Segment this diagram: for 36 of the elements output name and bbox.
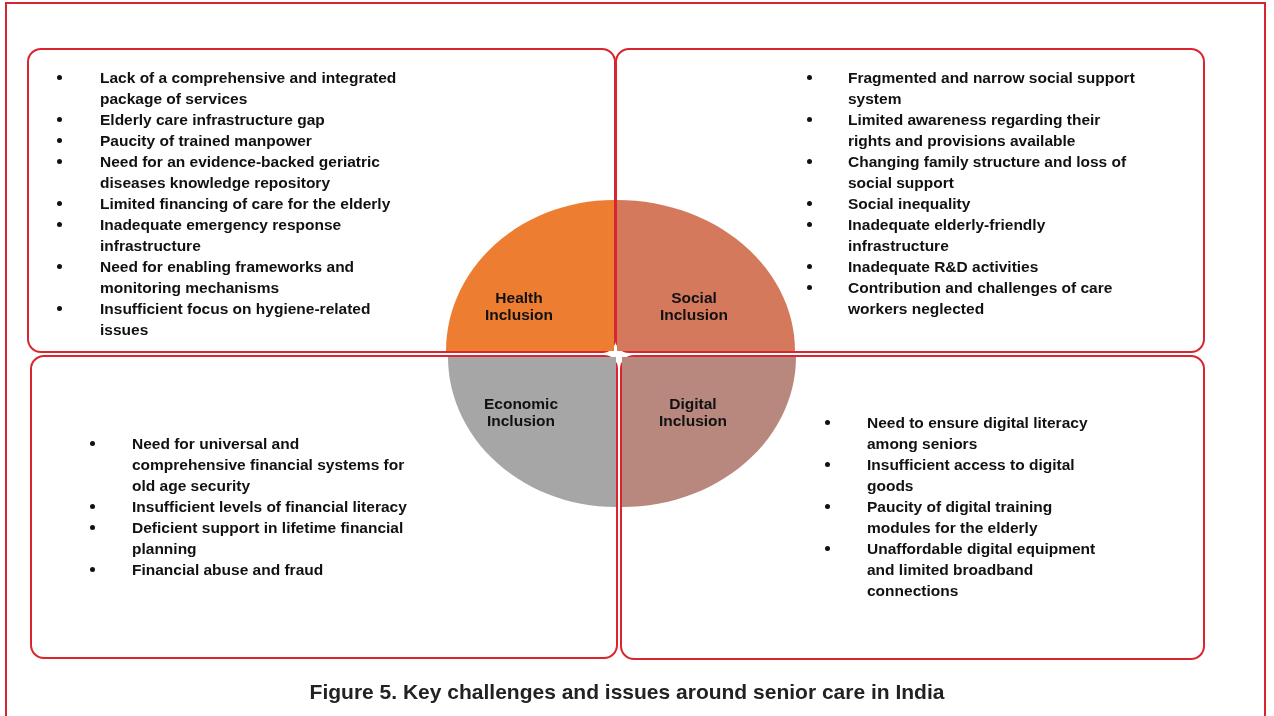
challenge-text: Social inequality [848, 194, 972, 214]
challenge-text: Need for enabling frameworks and monitoring mechanisms [100, 257, 356, 298]
challenge-text: Need for an evidence-backed geriatric diseases knowledge repository [100, 152, 381, 193]
challenge-text: Inadequate emergency response infrastructure [100, 215, 343, 256]
challenge-text: Insufficient access to digital goods [867, 455, 1076, 496]
challenge-panel [620, 355, 1205, 660]
challenge-panel [615, 48, 1205, 353]
challenge-text: Lack of a comprehensive and integrated package of services [100, 68, 398, 109]
challenge-text: Elderly care infrastructure gap [100, 110, 326, 130]
challenge-text: Paucity of digital training modules for the elderly [867, 497, 1054, 538]
segment-label: Health Inclusion [483, 289, 554, 323]
challenge-text: Deficient support in lifetime financial planning [132, 518, 405, 559]
challenge-text: Changing family structure and loss of social support [848, 152, 1128, 193]
segment-label: Social Inclusion [658, 289, 729, 323]
challenge-text: Insufficient levels of financial literacy [132, 497, 408, 517]
challenge-text: Inadequate elderly-friendly infrastructure [848, 215, 1047, 256]
challenge-text: Limited awareness regarding their rights and provisions available [848, 110, 1102, 151]
challenge-text: Paucity of trained manpower [100, 131, 313, 151]
quarter-circle-segment [446, 200, 614, 351]
segment-label: Economic Inclusion [482, 395, 560, 429]
challenge-text: Unaffordable digital equipment and limited broadband connections [867, 539, 1097, 601]
challenge-panel [27, 48, 616, 353]
challenge-text: Financial abuse and fraud [132, 560, 325, 580]
quarter-circle-segment [448, 357, 616, 507]
segment-label: Digital Inclusion [657, 395, 728, 429]
quarter-circle-segment [622, 357, 796, 507]
challenge-panel [30, 355, 618, 659]
challenge-text: Limited financing of care for the elderly [100, 194, 392, 214]
quarter-circle-segment [617, 200, 795, 351]
challenge-text: Contribution and challenges of care workers neglected [848, 278, 1114, 319]
challenge-text: Insufficient focus on hygiene-related issues [100, 299, 372, 340]
figure-caption: Figure 5. Key challenges and issues around senior care in India [308, 680, 946, 704]
challenge-text: Need for universal and comprehensive financial systems for old age security [132, 434, 406, 496]
challenge-text: Fragmented and narrow social support system [848, 68, 1136, 109]
challenge-text: Inadequate R&D activities [848, 257, 1040, 277]
challenge-text: Need to ensure digital literacy among seniors [867, 413, 1089, 454]
